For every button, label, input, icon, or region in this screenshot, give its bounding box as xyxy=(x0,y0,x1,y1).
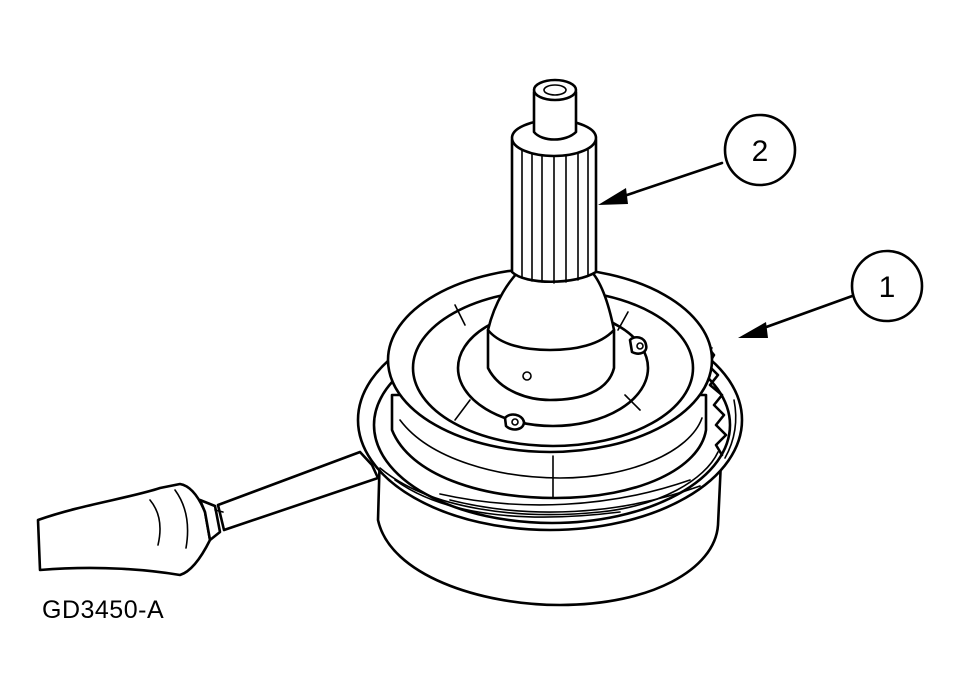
callout-2-circle xyxy=(723,113,797,187)
callout-1-arrowhead xyxy=(738,322,768,338)
shaft-collar xyxy=(486,268,616,402)
callout-2-arrowhead xyxy=(598,188,628,205)
callout-2: 2 xyxy=(598,113,797,205)
callout-1-number: 1 xyxy=(879,271,896,304)
callout-1-circle xyxy=(850,249,924,323)
callout-1: 1 xyxy=(738,249,924,338)
figure-code: GD3450-A xyxy=(42,596,165,624)
callout-2-number: 2 xyxy=(752,135,769,168)
tool-handle xyxy=(36,450,380,577)
splined-shaft xyxy=(510,78,598,284)
